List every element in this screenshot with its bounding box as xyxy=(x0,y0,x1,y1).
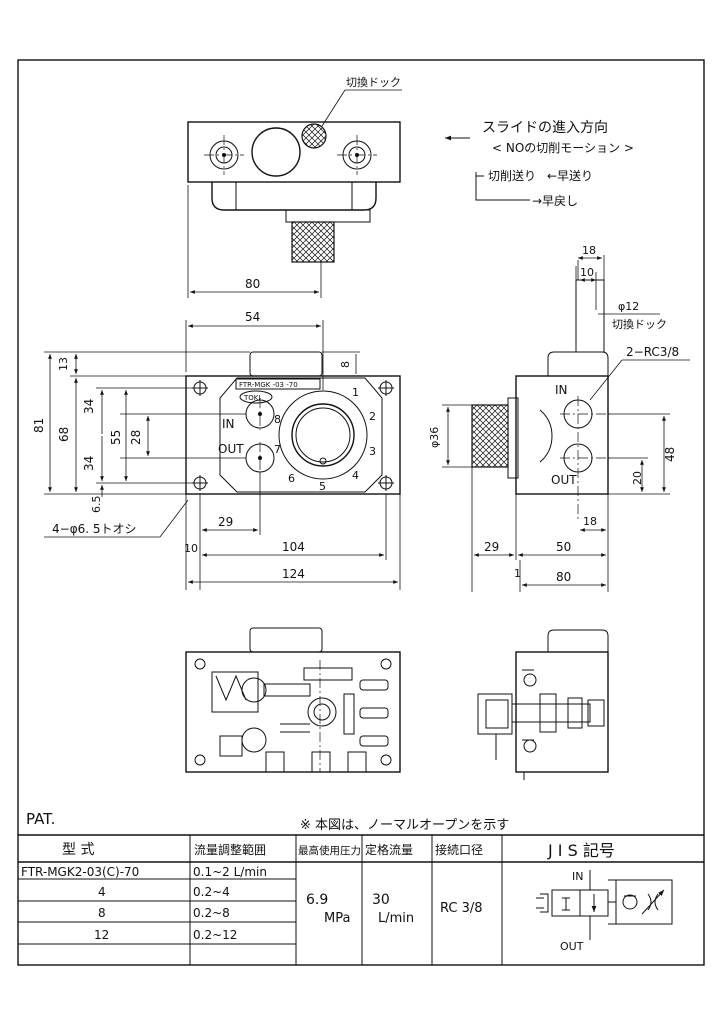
dial-number-5: 5 xyxy=(319,480,326,493)
side-port-in: IN xyxy=(555,383,568,397)
model-row-3: 8 xyxy=(98,906,106,920)
dial-number-2: 2 xyxy=(369,410,376,423)
dim-50: 50 xyxy=(556,540,571,554)
pressure-unit: MPa xyxy=(324,911,350,926)
hole-note: 4−φ6. 5トオシ xyxy=(52,522,137,536)
dim-55: 55 xyxy=(109,430,123,445)
jis-in-label: IN xyxy=(572,870,583,883)
side-dog-label: 切換ドック xyxy=(612,318,667,331)
jis-valve-symbol: IN OUT xyxy=(536,870,673,953)
jis-out-label: OUT xyxy=(560,940,584,953)
dim-29-side: 29 xyxy=(484,540,499,554)
dim-28: 28 xyxy=(129,430,143,445)
dim-29-front: 29 xyxy=(218,515,233,529)
side-port-out: OUT xyxy=(551,473,577,487)
header-flow-range: 流量調整範囲 xyxy=(194,842,266,857)
section-view-front xyxy=(185,627,401,773)
pressure-value: 6.9 xyxy=(306,892,328,908)
maker-logo: TOKI xyxy=(243,394,260,402)
front-port-in: IN xyxy=(222,417,235,431)
section-view-side xyxy=(477,629,609,780)
dim-34-top: 34 xyxy=(82,399,96,414)
dim-18-bottom: 18 xyxy=(583,515,597,528)
dim-1: 1 xyxy=(514,567,521,580)
dim-104: 104 xyxy=(282,540,305,554)
header-max-pressure: 最高使用圧力 xyxy=(298,844,361,857)
range-row-1: 0.1~2 L/min xyxy=(193,865,267,879)
switch-dog-section xyxy=(301,123,327,149)
flow-unit: L/min xyxy=(378,911,414,926)
side-view: IN OUT 18 10 φ12 切換ドック 2−RC3/8 φ36 48 20… xyxy=(428,244,690,592)
dim-80-side: 80 xyxy=(556,570,571,584)
header-port-size: 接続口径 xyxy=(435,842,483,857)
switch-dog-label: 切換ドック xyxy=(346,76,401,89)
side-knob xyxy=(471,404,509,468)
dim-20: 20 xyxy=(631,471,644,485)
knurled-knob xyxy=(291,221,335,263)
dim-124: 124 xyxy=(282,567,305,581)
cut-feed-label: 切削送り xyxy=(488,168,536,183)
dial-number-1: 1 xyxy=(352,386,359,399)
nameplate-text: FTR-MGK -03 -70 xyxy=(239,381,298,389)
dim-8: 8 xyxy=(339,361,352,368)
dim-18-top: 18 xyxy=(582,244,596,257)
range-row-4: 0.2~12 xyxy=(193,928,237,942)
flow-dial[interactable] xyxy=(278,390,368,480)
spec-table: 型 式 流量調整範囲 最高使用圧力 定格流量 接続口径 J I S 記号 FTR… xyxy=(18,834,704,965)
dim-48: 48 xyxy=(663,447,677,462)
motion-mode-label: < NOの切削モーション > xyxy=(492,141,634,155)
dim-54: 54 xyxy=(245,310,260,324)
dial-number-7: 7 xyxy=(274,443,281,456)
model-row-2: 4 xyxy=(98,885,106,899)
dim-68: 68 xyxy=(57,427,71,442)
range-row-3: 0.2~8 xyxy=(193,906,230,920)
dim-80-top: 80 xyxy=(245,277,260,291)
dim-10-front: 10 xyxy=(184,542,198,555)
model-row-1: FTR-MGK2-03(C)-70 xyxy=(21,865,139,879)
drawing-frame xyxy=(17,59,705,966)
dial-number-6: 6 xyxy=(288,472,295,485)
normal-open-note: ※ 本図は、ノーマルオープンを示す xyxy=(300,818,509,833)
dim-6-5: 6.5 xyxy=(90,496,103,514)
flow-value: 30 xyxy=(372,892,390,908)
fast-feed-label: ←早送り xyxy=(547,168,593,183)
front-port-out: OUT xyxy=(218,442,244,456)
dim-phi36: φ36 xyxy=(428,427,441,448)
dial-number-4: 4 xyxy=(352,469,359,482)
slide-direction-label: スライドの進入方向 xyxy=(482,120,608,136)
port-size-value: RC 3/8 xyxy=(440,901,483,916)
header-jis-symbol: J I S 記号 xyxy=(547,841,615,860)
header-model: 型 式 xyxy=(62,842,94,858)
dim-81: 81 xyxy=(32,418,46,433)
range-row-2: 0.2~4 xyxy=(193,885,230,899)
dim-34-bottom: 34 xyxy=(82,456,96,471)
dial-number-8: 8 xyxy=(274,413,281,426)
port-note: 2−RC3/8 xyxy=(626,345,679,359)
top-view: 80 切換ドック スライドの進入方向 < NOの切削モーション > 切削送り ←… xyxy=(187,76,634,298)
header-rated-flow: 定格流量 xyxy=(365,842,413,857)
dim-10-side: 10 xyxy=(580,266,594,279)
patent-label: PAT. xyxy=(26,810,55,828)
fast-return-label: →早戻し xyxy=(532,194,578,208)
model-row-4: 12 xyxy=(94,928,109,942)
dim-phi12: φ12 xyxy=(618,300,639,313)
dim-13: 13 xyxy=(57,357,70,371)
front-view: FTR-MGK -03 -70 TOKI IN OUT 1 2 3 4 5 6 … xyxy=(32,310,401,590)
dial-number-3: 3 xyxy=(369,445,376,458)
